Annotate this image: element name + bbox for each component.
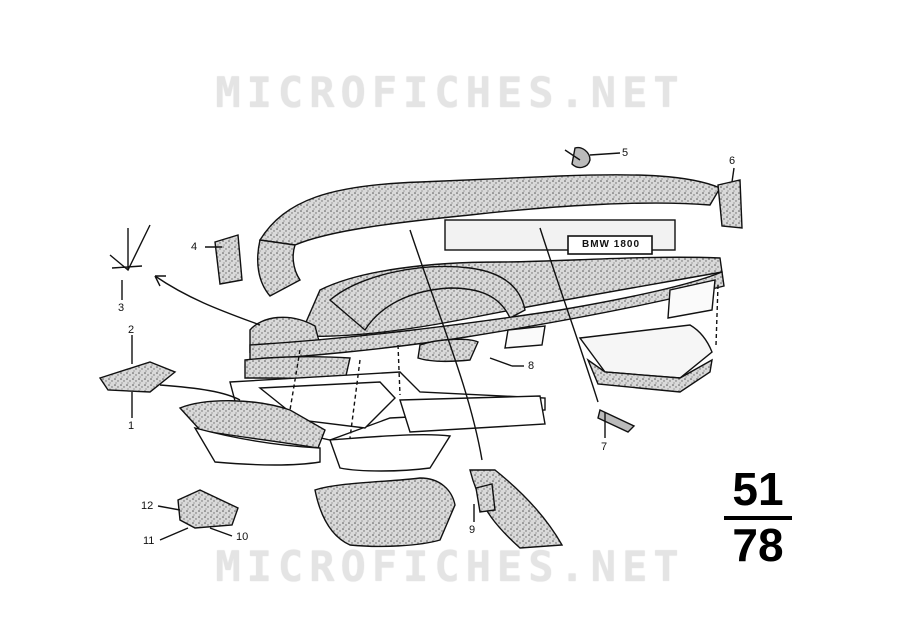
watermark-top: MICROFICHES.NET bbox=[215, 68, 685, 117]
callout-5: 5 bbox=[622, 147, 629, 159]
knee-pad-left bbox=[178, 400, 326, 449]
part-7-bolt bbox=[597, 409, 636, 433]
part-10-12-bracket bbox=[177, 489, 239, 529]
part-8-screw bbox=[489, 357, 513, 367]
dashboard-upper-rear bbox=[257, 239, 302, 297]
part-9-clip bbox=[475, 483, 496, 513]
callout-4: 4 bbox=[191, 241, 198, 253]
leader-5 bbox=[589, 152, 621, 156]
assembly-arrow-center bbox=[409, 229, 483, 461]
callout-2: 2 bbox=[128, 324, 135, 336]
callout-10: 10 bbox=[236, 531, 249, 543]
callout-12: 12 bbox=[141, 500, 154, 512]
knee-pad-left-lower bbox=[193, 426, 321, 466]
dashboard-upper-pad bbox=[258, 174, 722, 246]
part-5-knob bbox=[564, 146, 591, 169]
center-vent-right bbox=[504, 325, 546, 349]
badge-text: BMW 1800 bbox=[581, 239, 640, 250]
page-number-divider bbox=[724, 516, 792, 520]
watermark-bottom: MICROFICHES.NET bbox=[215, 542, 685, 591]
assembly-arrow-left-head bbox=[154, 275, 166, 287]
part-3-hook bbox=[109, 224, 151, 272]
badge-plate bbox=[567, 235, 653, 255]
center-lower-tray bbox=[329, 433, 452, 472]
glovebox-tray bbox=[578, 324, 713, 379]
leader-11 bbox=[159, 527, 189, 541]
parcel-tray-right bbox=[399, 395, 546, 433]
page-number-top: 51 bbox=[732, 463, 784, 515]
assembly-dashed-4 bbox=[349, 359, 361, 439]
assembly-arrow-left bbox=[154, 275, 261, 326]
glovebox-tray-lower bbox=[586, 358, 713, 393]
center-vent-left bbox=[417, 338, 479, 363]
page-number-bottom: 78 bbox=[732, 519, 784, 571]
dashboard-lower-rail bbox=[249, 271, 725, 361]
right-bezel bbox=[667, 279, 716, 319]
assembly-dashed-1 bbox=[289, 349, 301, 411]
callout-1: 1 bbox=[128, 420, 135, 432]
callout-3: 3 bbox=[118, 302, 125, 314]
callout-9: 9 bbox=[469, 524, 476, 536]
part-6-bracket bbox=[717, 179, 743, 229]
callout-11: 11 bbox=[143, 535, 155, 547]
page-number: 51 78 bbox=[718, 466, 798, 568]
assembly-dashed-3 bbox=[715, 284, 719, 346]
callout-7: 7 bbox=[601, 441, 608, 453]
leader-6 bbox=[731, 167, 735, 183]
leader-12 bbox=[157, 505, 181, 511]
callout-6: 6 bbox=[729, 155, 736, 167]
assembly-dashed-2 bbox=[397, 344, 401, 396]
lower-trim-pad bbox=[314, 477, 456, 548]
assembly-arrow-right bbox=[539, 227, 599, 403]
leader-10 bbox=[209, 527, 233, 537]
part-4-bracket bbox=[214, 234, 243, 285]
callout-8: 8 bbox=[528, 360, 535, 372]
part-1-2-clip bbox=[98, 361, 177, 393]
dashboard-instrument-hood bbox=[328, 265, 526, 332]
assembly-arrow-clip bbox=[159, 384, 241, 401]
